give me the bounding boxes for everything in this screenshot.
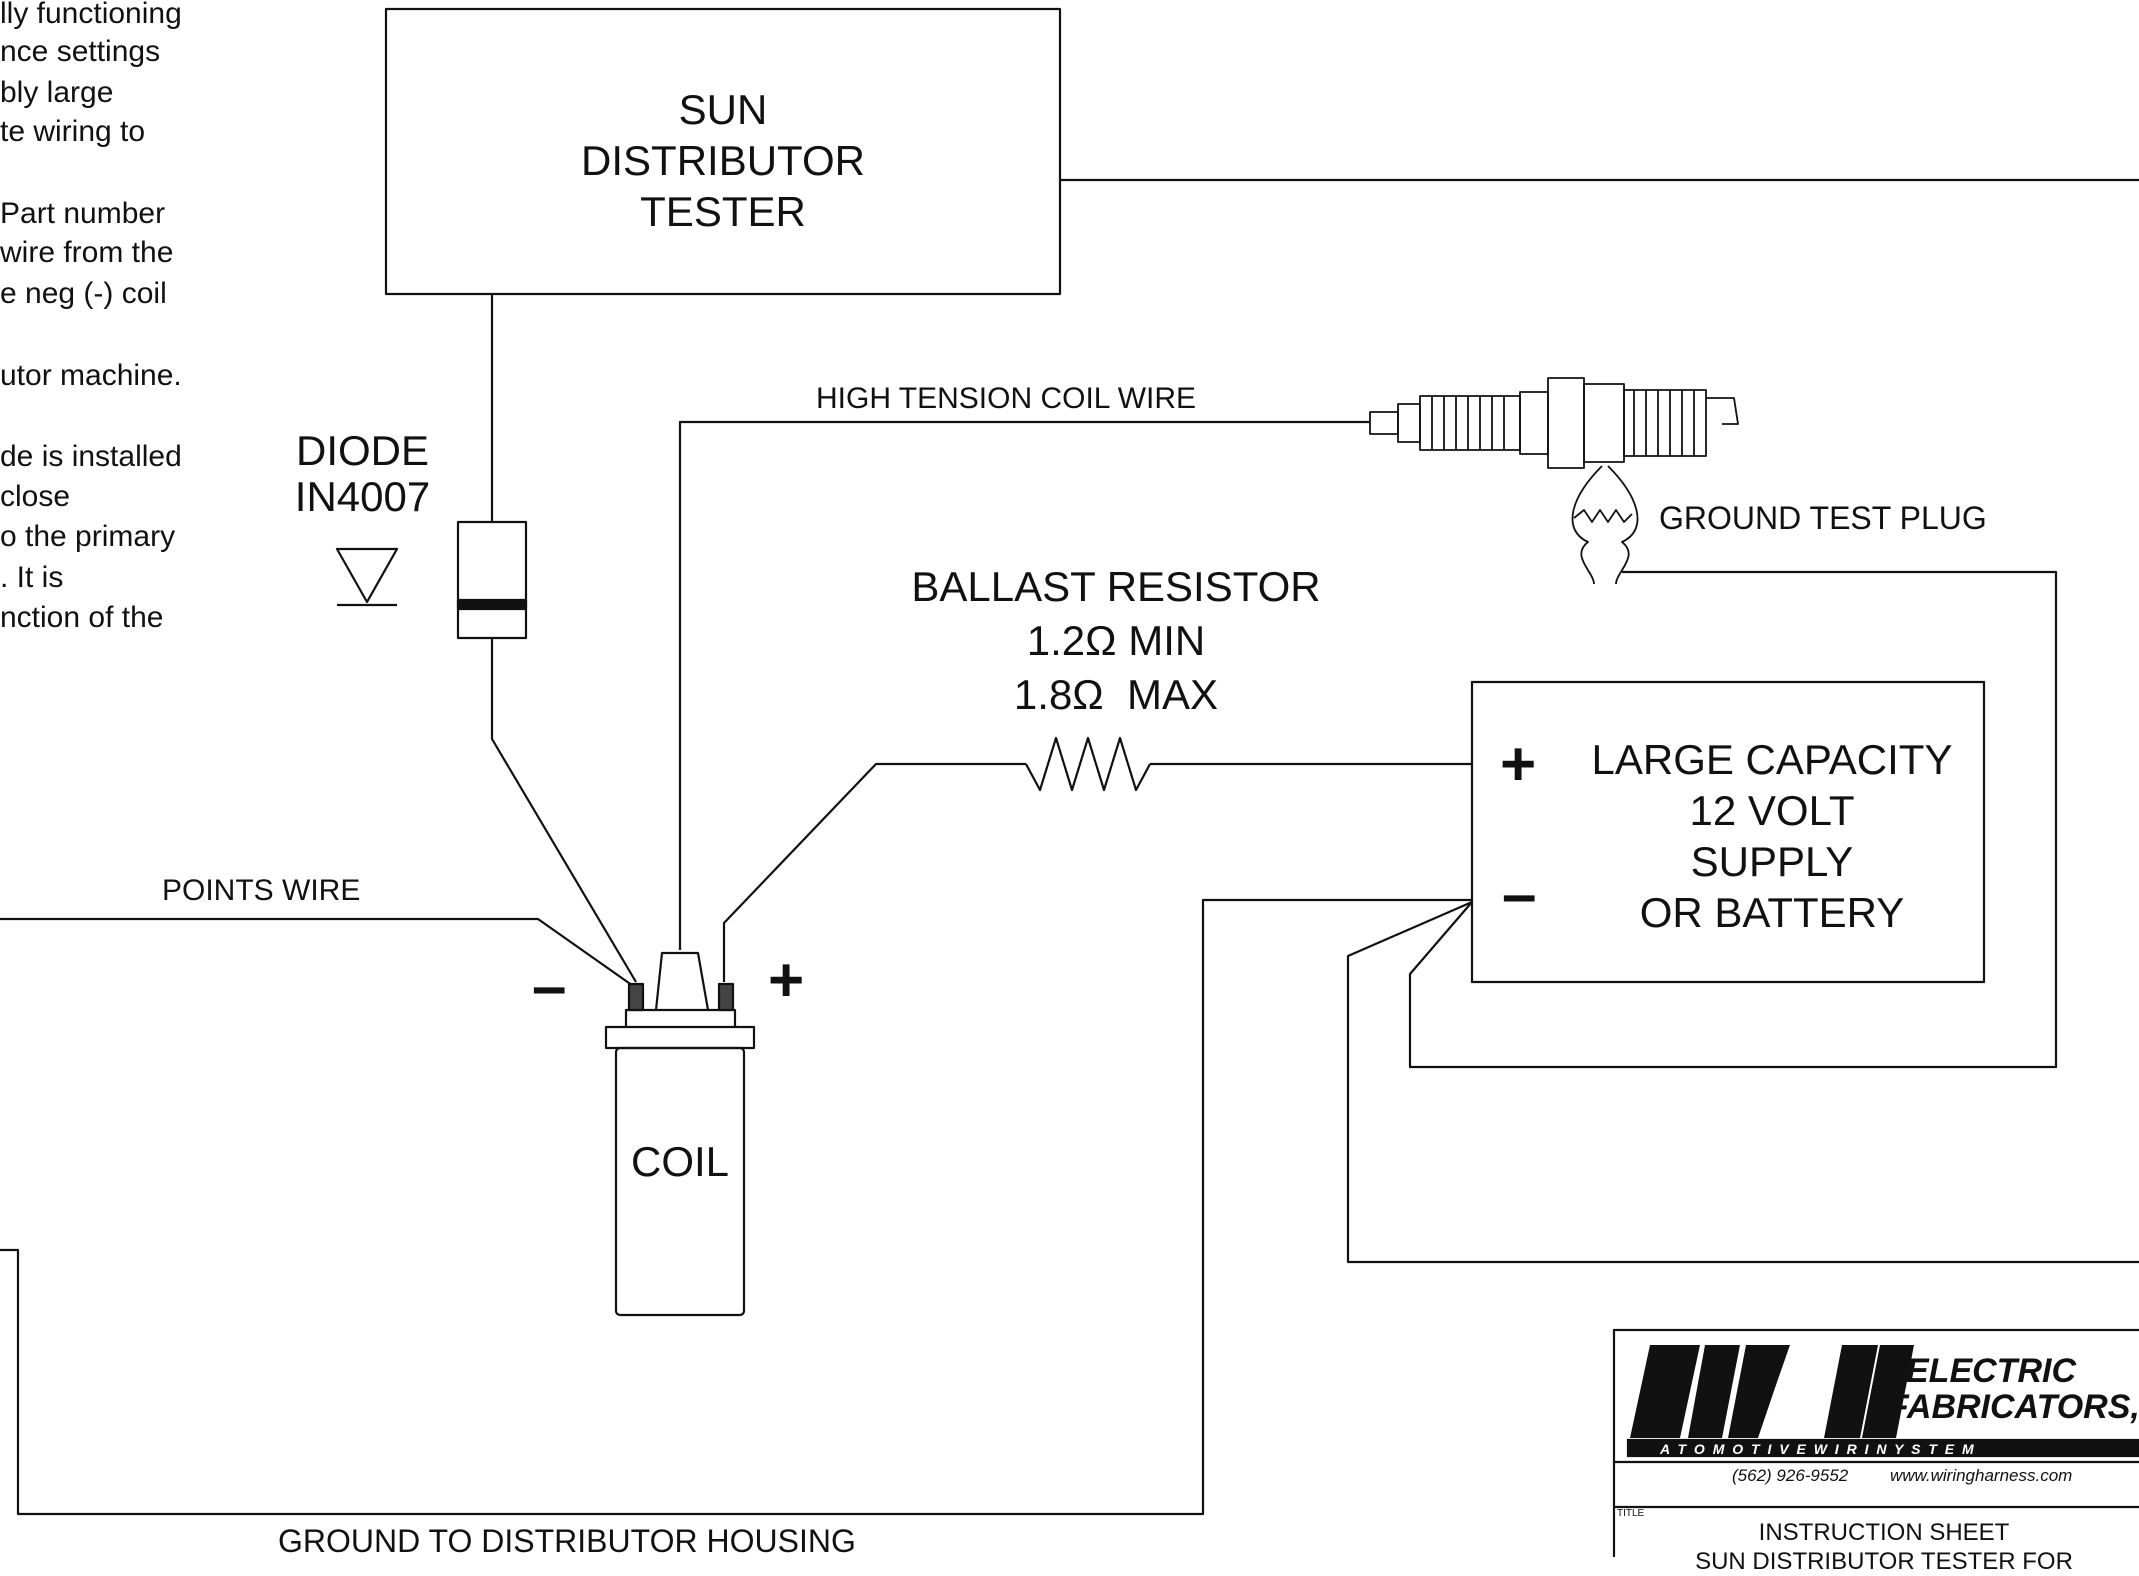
high-tension-wire xyxy=(678,420,1370,950)
coil-cap xyxy=(604,1025,756,1050)
instruction-line: o the primary xyxy=(0,520,176,553)
supply-negative-sign: – xyxy=(1502,860,1537,929)
diode-to-coil-wire xyxy=(490,638,637,983)
resistor-min: 1.2Ω MIN xyxy=(1026,617,1206,664)
supply-box xyxy=(1470,680,1986,984)
instruction-line: te wiring to xyxy=(0,115,146,148)
coil-negative-sign: – xyxy=(532,952,567,1021)
company-name-line1: ELECTRIC xyxy=(1906,1352,2076,1390)
resistor-title: BALLAST RESISTOR xyxy=(911,563,1321,610)
supply-line: OR BATTERY xyxy=(1639,889,1905,936)
instruction-line: nction of the xyxy=(0,601,164,634)
supply-negative-to-housing xyxy=(0,898,1472,1516)
coil-tower xyxy=(654,951,710,1011)
coil-neg-terminal xyxy=(627,982,645,1012)
tester-label: SUN DISTRIBUTOR TESTER xyxy=(386,84,1060,237)
coil-positive-wire xyxy=(722,762,1026,982)
supply-line: LARGE CAPACITY xyxy=(1591,736,1953,783)
diode-name: DIODE xyxy=(295,427,429,474)
company-website: www.wiringharness.com xyxy=(1890,1466,2073,1485)
diode-body xyxy=(456,520,528,640)
coil-label: COIL xyxy=(630,1138,730,1185)
ground-clip-icon xyxy=(1571,465,1639,585)
ground-housing-label: GROUND TO DISTRIBUTOR HOUSING xyxy=(278,1523,856,1559)
supply-label: LARGE CAPACITY 12 VOLT SUPPLY OR BATTERY xyxy=(1572,734,1972,938)
tester-line: SUN xyxy=(678,86,768,133)
points-wire-label: POINTS WIRE xyxy=(162,874,361,907)
tester-box xyxy=(384,7,1062,296)
outer-return-wire xyxy=(1346,900,2139,1264)
coil-top xyxy=(624,1008,737,1027)
high-tension-label: HIGH TENSION COIL WIRE xyxy=(816,382,1197,415)
instruction-line: wire from the xyxy=(0,236,174,269)
instruction-line: nce settings xyxy=(0,35,161,68)
instruction-line: lly functioning xyxy=(0,0,182,30)
tester-line: TESTER xyxy=(640,188,806,235)
diode-part-number: IN4007 xyxy=(294,473,431,520)
diode-symbol-icon xyxy=(335,547,399,604)
instruction-line: de is installed xyxy=(0,440,182,473)
title-block xyxy=(1612,1328,2139,1557)
tester-line: DISTRIBUTOR xyxy=(581,137,865,184)
document-title: INSTRUCTION SHEET xyxy=(1758,1519,2010,1546)
resistor-max: 1.8Ω MAX xyxy=(1013,671,1219,718)
instruction-line: bly large xyxy=(0,76,114,109)
ballast-resistor-label: BALLAST RESISTOR 1.2Ω MIN 1.8Ω MAX xyxy=(880,560,1352,722)
coil-positive-sign: + xyxy=(768,946,805,1015)
document-subtitle: SUN DISTRIBUTOR TESTER FOR xyxy=(1695,1548,2073,1575)
company-logo-icon xyxy=(1630,1345,1914,1438)
instruction-line: Part number xyxy=(0,197,166,230)
supply-negative-to-plug xyxy=(1408,570,2058,1069)
company-phone: (562) 926-9552 xyxy=(1732,1466,1849,1485)
coil-pos-terminal xyxy=(717,982,735,1012)
company-name-line2: FABRICATORS, I xyxy=(1888,1388,2139,1426)
diode-band xyxy=(456,598,528,611)
title-field-label: TITLE xyxy=(1617,1508,1645,1519)
supply-line: SUPPLY xyxy=(1690,838,1854,885)
diode-label: DIODE IN4007 xyxy=(290,428,435,520)
points-wire xyxy=(0,917,637,989)
supply-line: 12 VOLT xyxy=(1689,787,1855,834)
instruction-line: . It is xyxy=(0,561,64,594)
ballast-resistor-icon xyxy=(1025,736,1151,792)
ground-test-plug-label: GROUND TEST PLUG xyxy=(1659,500,1987,536)
supply-positive-sign: + xyxy=(1500,730,1537,799)
company-tagline: A T O M O T I V E W I R I N Y S T E M xyxy=(1660,1441,1976,1457)
instruction-line: e neg (-) coil xyxy=(0,277,167,310)
instruction-line: utor machine. xyxy=(0,359,182,392)
instruction-line: close xyxy=(0,480,71,513)
spark-plug-icon xyxy=(1369,377,1739,469)
